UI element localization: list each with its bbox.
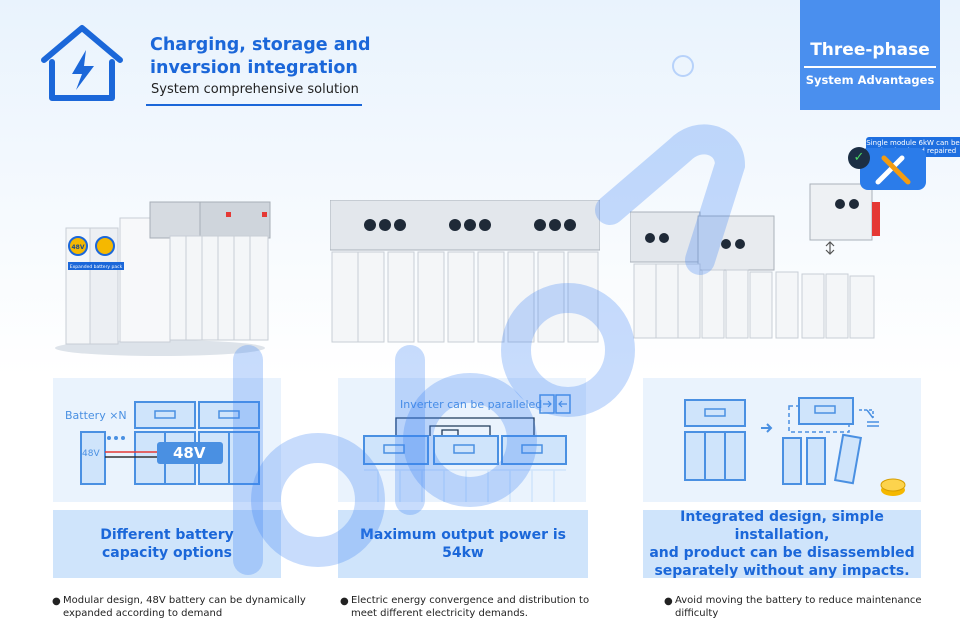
header-subtitle: System comprehensive solution xyxy=(146,80,362,106)
note-line: Electric energy convergence and distribu… xyxy=(351,595,590,606)
caption-line: separately without any impacts. xyxy=(654,563,910,579)
note-line: Modular design, 48V battery can be dynam… xyxy=(63,595,306,606)
note-battery: ● Modular design, 48V battery can be dyn… xyxy=(52,594,306,620)
battery-capacity-diagram: Battery ×N 48V 48V xyxy=(53,378,281,502)
check-icon: ✓ xyxy=(848,147,870,169)
battery-count-label: Battery ×N xyxy=(65,409,127,422)
inverter-parallel-label: Inverter can be paralleled xyxy=(400,398,543,411)
house-lightning-icon xyxy=(41,25,123,101)
note-line: difficulty xyxy=(675,608,719,619)
note-line: meet different electricity demands. xyxy=(351,608,528,619)
header-title-line2: inversion integration xyxy=(150,58,358,78)
integrated-design-diagram xyxy=(643,378,921,502)
battery-stack-image: 48V Expanded battery pack xyxy=(55,201,271,356)
caption-battery-capacity: Different battery capacity options xyxy=(53,510,281,578)
caption-integrated-design: Integrated design, simple installation, … xyxy=(643,509,921,579)
caption-line: capacity options xyxy=(101,545,233,561)
caption-output-power: Maximum output power is 54kw xyxy=(338,510,588,578)
bullet-icon: ● xyxy=(340,596,349,607)
header-title-line1: Charging, storage and xyxy=(150,35,371,55)
modular-system-image xyxy=(630,183,880,339)
wrench-screwdriver-icon xyxy=(860,148,926,190)
caption-line: Integrated design, simple installation, xyxy=(680,509,884,543)
big-battery-label: 48V xyxy=(173,444,206,462)
small-battery-label: 48V xyxy=(82,449,100,459)
header-title: Charging, storage and inversion integrat… xyxy=(150,34,380,80)
bullet-icon: ● xyxy=(664,596,673,607)
caption-line: and product can be disassembled xyxy=(649,545,915,561)
system-badge: Three-phase System Advantages xyxy=(800,0,940,110)
badge-title: Three-phase xyxy=(810,40,930,60)
caption-line: Different battery xyxy=(100,527,234,543)
badge-divider xyxy=(804,66,936,68)
note-line: Avoid moving the battery to reduce maint… xyxy=(675,595,922,606)
bullet-icon: ● xyxy=(52,596,61,607)
inverter-cabinet-image xyxy=(330,200,600,343)
note-maintenance: ● Avoid moving the battery to reduce mai… xyxy=(664,594,922,620)
battery-badge-label: 48V xyxy=(72,244,85,251)
battery-pack-label: Expanded battery pack xyxy=(70,264,123,270)
inverter-parallel-diagram: Inverter can be paralleled xyxy=(338,378,586,502)
note-power: ● Electric energy convergence and distri… xyxy=(340,594,590,620)
badge-subtitle: System Advantages xyxy=(805,73,935,87)
note-line: expanded according to demand xyxy=(63,608,223,619)
